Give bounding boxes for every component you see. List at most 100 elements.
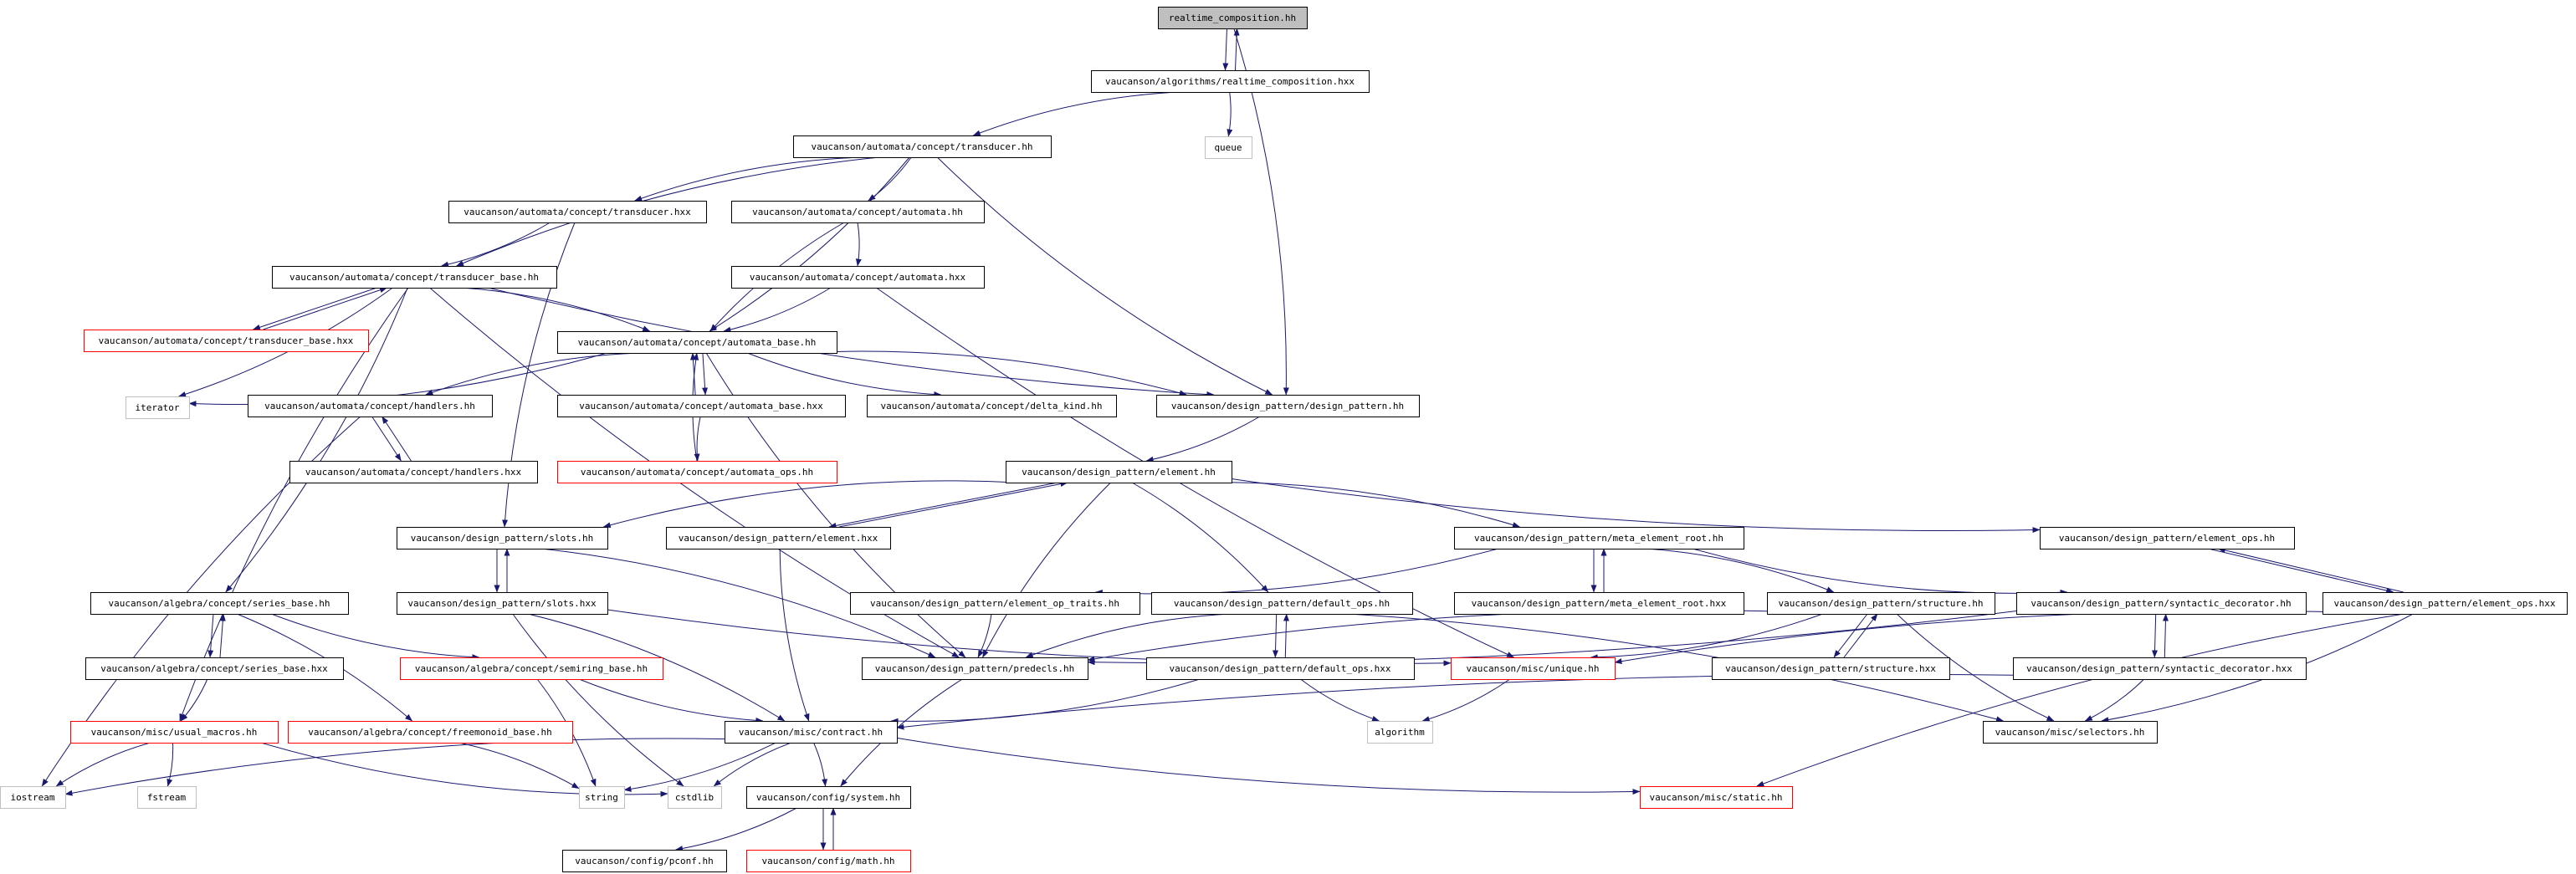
graph-node[interactable]: vaucanson/misc/contract.hh [725, 721, 898, 744]
node-box [746, 850, 911, 872]
edge-n1-to-n0 [1233, 28, 1240, 71]
graph-node[interactable]: vaucanson/design_pattern/design_pattern.… [1156, 395, 1420, 417]
node-label: cstdlib [675, 792, 714, 803]
graph-node[interactable]: vaucanson/misc/unique.hh [1451, 657, 1616, 680]
graph-node[interactable]: vaucanson/misc/selectors.hh [1983, 721, 2158, 744]
graph-node[interactable]: vaucanson/design_pattern/element_op_trai… [850, 592, 1140, 615]
graph-node[interactable]: vaucanson/design_pattern/syntactic_decor… [2016, 592, 2307, 615]
node-label: vaucanson/config/pconf.hh [575, 856, 714, 866]
node-label: vaucanson/automata/concept/delta_kind.hh [881, 401, 1103, 411]
graph-node[interactable]: vaucanson/config/pconf.hh [562, 850, 727, 872]
node-box [1205, 136, 1252, 159]
node-label: vaucanson/misc/selectors.hh [1995, 727, 2145, 738]
graph-node[interactable]: vaucanson/algebra/concept/series_base.hh [90, 592, 349, 615]
graph-node[interactable]: vaucanson/design_pattern/default_ops.hh [1151, 592, 1413, 615]
edge-n20-to-n27 [1646, 548, 1835, 593]
node-label: vaucanson/automata/concept/automata.hh [752, 207, 963, 217]
edge-n27-to-n35 [1833, 613, 1868, 658]
node-box [248, 395, 493, 417]
graph-node[interactable]: vaucanson/design_pattern/element.hxx [666, 527, 891, 549]
edge-n39-to-n42 [64, 738, 725, 796]
node-box [85, 657, 344, 680]
graph-node[interactable]: vaucanson/algebra/concept/freemonoid_bas… [288, 721, 573, 744]
graph-node[interactable]: vaucanson/design_pattern/structure.hxx [1712, 657, 1950, 680]
edge-n17-to-n20 [1197, 482, 1520, 528]
edge-n28-to-n32 [1087, 611, 2017, 666]
edge-n27-to-n41 [1896, 613, 2055, 722]
edge-n18-to-n32 [541, 548, 936, 658]
node-label: vaucanson/design_pattern/default_ops.hh [1174, 598, 1390, 609]
node-label: vaucanson/config/math.hh [762, 856, 895, 866]
edge-n36-to-n28 [2162, 613, 2169, 658]
node-box [1146, 657, 1415, 680]
edge-n29-to-n34 [1614, 610, 2323, 665]
node-box [579, 786, 625, 809]
graph-node[interactable]: vaucanson/config/system.hh [746, 786, 911, 809]
node-label: vaucanson/design_pattern/element_ops.hxx [2334, 598, 2556, 609]
node-box [666, 527, 891, 549]
node-label: vaucanson/misc/static.hh [1650, 792, 1783, 803]
edge-n6-to-n8 [253, 287, 377, 330]
edge-n31-to-n39 [578, 678, 764, 723]
graph-node[interactable]: vaucanson/automata/concept/automata_base… [557, 331, 837, 354]
node-box [1158, 7, 1308, 29]
node-label: vaucanson/design_pattern/structure.hxx [1725, 663, 1936, 674]
graph-node[interactable]: vaucanson/design_pattern/default_ops.hxx [1146, 657, 1415, 680]
graph-node[interactable]: vaucanson/algebra/concept/series_base.hx… [85, 657, 344, 680]
graph-node[interactable]: vaucanson/automata/concept/transducer_ba… [272, 266, 557, 289]
node-box [448, 201, 707, 223]
edge-n33-to-n40 [1300, 678, 1380, 722]
graph-node[interactable]: vaucanson/design_pattern/element_ops.hh [2040, 527, 2295, 549]
graph-node[interactable]: vaucanson/design_pattern/predecls.hh [862, 657, 1088, 680]
node-box [557, 461, 837, 483]
node-label: vaucanson/automata/concept/handlers.hxx [305, 467, 522, 478]
graph-node[interactable]: realtime_composition.hh [1158, 7, 1308, 29]
graph-node[interactable]: vaucanson/automata/concept/transducer.hx… [448, 201, 707, 223]
edge-n9-to-n12 [702, 352, 709, 396]
node-label: string [585, 792, 618, 803]
edge-n4-to-n18 [502, 222, 576, 528]
node-label: vaucanson/automata/concept/transducer_ba… [99, 335, 354, 346]
graph-node: algorithm [1367, 721, 1433, 744]
edge-n7-to-n34 [876, 287, 1515, 658]
graph-node[interactable]: vaucanson/config/math.hh [746, 850, 911, 872]
graph-node[interactable]: vaucanson/algorithms/realtime_compositio… [1091, 70, 1370, 93]
graph-node[interactable]: vaucanson/design_pattern/meta_element_ro… [1454, 527, 1744, 549]
node-box [1712, 657, 1950, 680]
graph-node[interactable]: vaucanson/automata/concept/transducer.hh [793, 135, 1052, 158]
graph-node[interactable]: vaucanson/design_pattern/syntactic_decor… [2013, 657, 2307, 680]
graph-node[interactable]: vaucanson/automata/concept/handlers.hxx [289, 461, 538, 483]
node-label: realtime_composition.hh [1169, 13, 1296, 23]
node-label: vaucanson/algebra/concept/semiring_base.… [415, 663, 648, 674]
graph-node[interactable]: vaucanson/design_pattern/structure.hh [1767, 592, 1995, 615]
graph-node[interactable]: vaucanson/automata/concept/automata_ops.… [557, 461, 837, 483]
edge-n3-to-n6 [456, 156, 880, 267]
node-box [84, 330, 369, 352]
node-label: vaucanson/automata/concept/automata_base… [578, 337, 817, 348]
graph-node[interactable]: vaucanson/misc/usual_macros.hh [70, 721, 279, 744]
graph-node[interactable]: vaucanson/automata/concept/delta_kind.hh [867, 395, 1117, 417]
graph-node[interactable]: vaucanson/automata/concept/handlers.hh [248, 395, 493, 417]
graph-node[interactable]: vaucanson/design_pattern/element.hh [1006, 461, 1232, 483]
edge-n29-to-n47 [1756, 613, 2404, 787]
graph-node[interactable]: vaucanson/automata/concept/transducer_ba… [84, 330, 369, 352]
edge-n22-to-n31 [271, 613, 480, 661]
graph-node[interactable]: vaucanson/misc/static.hh [1640, 786, 1793, 809]
edge-n9-to-n13 [747, 352, 942, 398]
node-label: vaucanson/design_pattern/predecls.hh [875, 663, 1074, 674]
edge-n25-to-n32 [1025, 613, 1231, 658]
graph-node[interactable]: vaucanson/algebra/concept/semiring_base.… [400, 657, 663, 680]
node-box [397, 592, 608, 615]
node-box [668, 786, 722, 809]
edge-n20-to-n28 [1692, 548, 2068, 595]
graph-node[interactable]: vaucanson/automata/concept/automata.hh [731, 201, 985, 223]
graph-node[interactable]: vaucanson/automata/concept/automata_base… [557, 395, 846, 417]
graph-node[interactable]: vaucanson/design_pattern/element_ops.hxx [2322, 592, 2568, 615]
graph-node[interactable]: vaucanson/design_pattern/meta_element_ro… [1454, 592, 1744, 615]
edge-n30-to-n22 [219, 613, 226, 658]
graph-node[interactable]: vaucanson/design_pattern/slots.hxx [397, 592, 608, 615]
edge-n29-to-n21 [2217, 547, 2404, 593]
graph-node[interactable]: vaucanson/design_pattern/slots.hh [397, 527, 608, 549]
node-label: vaucanson/automata/concept/handlers.hh [264, 401, 475, 411]
graph-node[interactable]: vaucanson/automata/concept/automata.hxx [731, 266, 985, 289]
